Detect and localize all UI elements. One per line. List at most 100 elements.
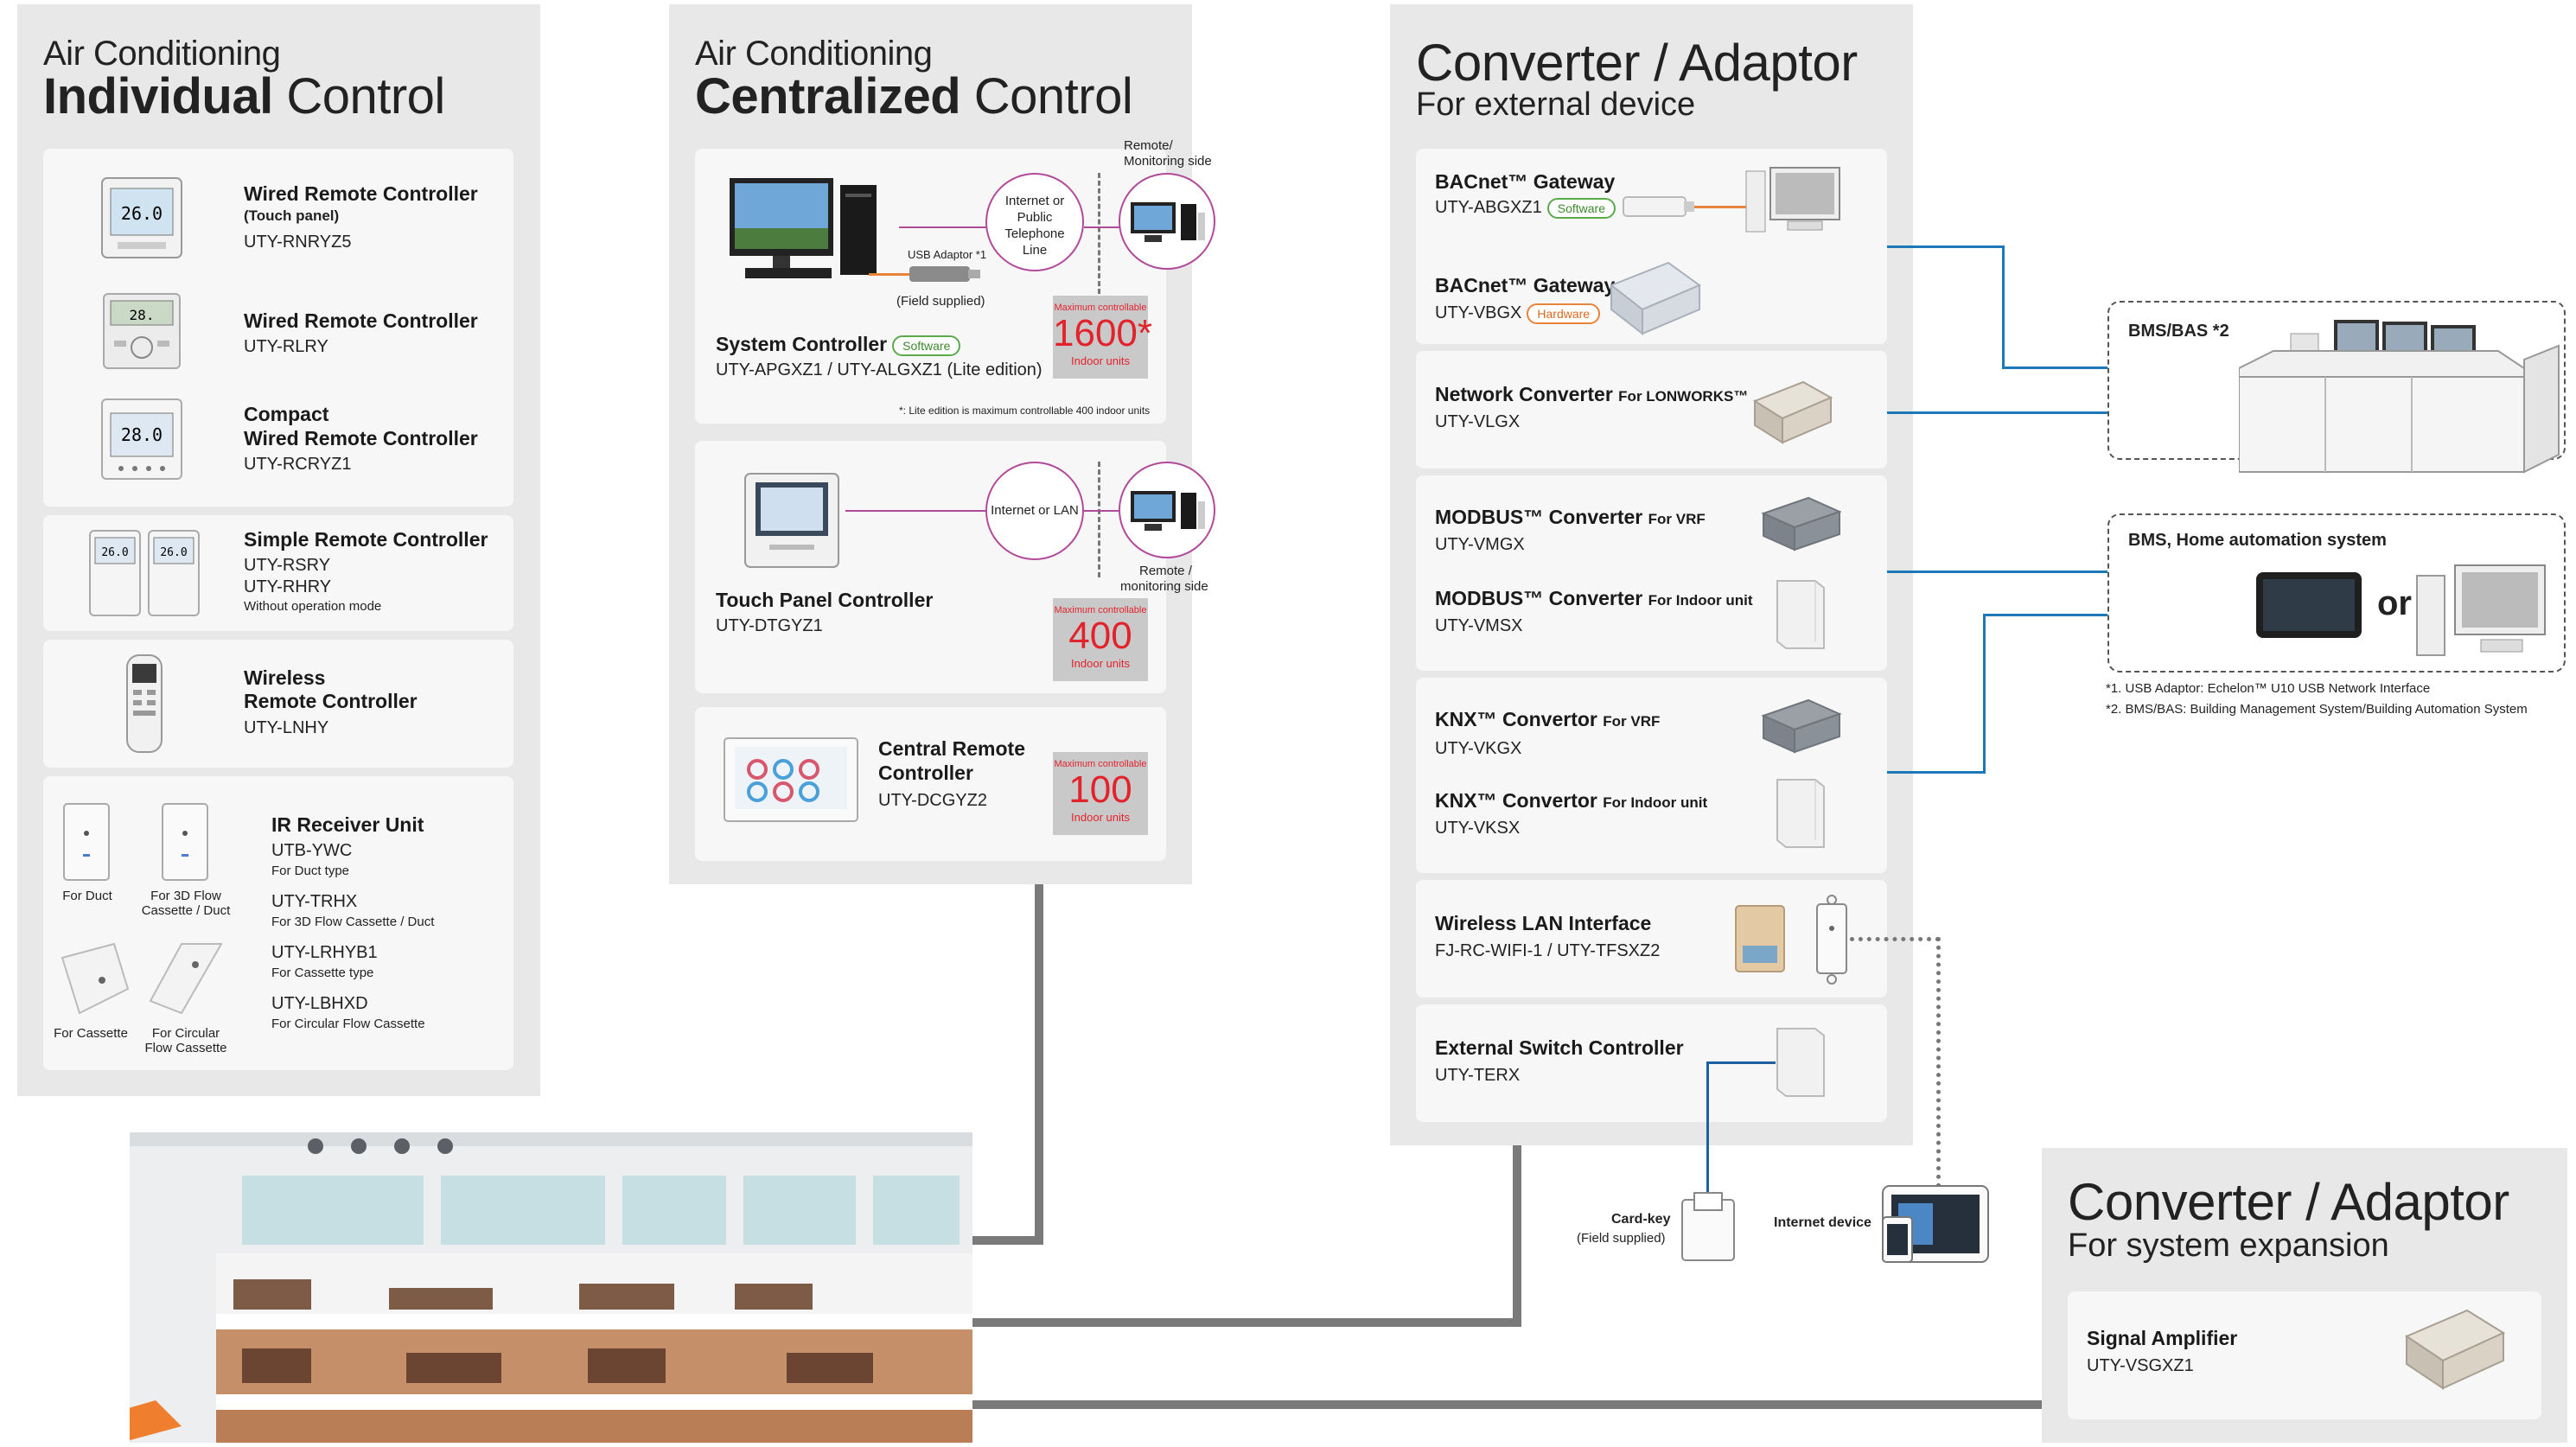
wireless-remote-icon: [124, 653, 164, 758]
central-remote-name2: Controller: [878, 762, 973, 784]
connector-bacnet-v: [2002, 245, 2005, 369]
ir-cassette-icon: [54, 940, 131, 1023]
individual-title: Individual Control: [43, 68, 445, 124]
wireless-lan-model: FJ-RC-WIFI-1 / UTY-TFSXZ2: [1435, 941, 1661, 960]
network-converter-model: UTY-VLGX: [1435, 412, 1521, 431]
wifi-adaptor-icon: [1734, 904, 1786, 978]
modbus-indoor-icon: [1774, 577, 1827, 656]
wireless-lan-card: [1416, 880, 1887, 998]
individual-item-4-model2: UTY-RHRY: [244, 577, 332, 596]
individual-item-3-name1: Compact: [244, 403, 329, 425]
ir-entry-4-note: For Circular Flow Cassette: [271, 1017, 425, 1031]
individual-item-1-sub: (Touch panel): [244, 207, 340, 224]
ir-entry-2-note: For 3D Flow Cassette / Duct: [271, 915, 435, 929]
knx-vrf-icon: [1760, 697, 1843, 762]
touch-panel-name: Touch Panel Controller: [716, 589, 934, 611]
ir-entry-2-model: UTY-TRHX: [271, 892, 358, 911]
ir-entry-4-model: UTY-LBHXD: [271, 994, 368, 1013]
central-remote-name1: Central Remote: [878, 737, 1025, 760]
centralized-title-small: Air Conditioning: [695, 35, 933, 73]
bacnet-software-badge: Software: [1546, 197, 1616, 219]
connector-network-h: [1887, 411, 2107, 414]
ir-receiver-name: IR Receiver Unit: [271, 813, 424, 836]
central-remote-device-icon: [723, 736, 859, 827]
modbus-vrf-icon: [1760, 494, 1843, 559]
bacnet-pc-icon: [1744, 166, 1843, 239]
individual-item-1-name: Wired Remote Controller: [244, 182, 478, 205]
system-controller-model: UTY-APGXZ1 / UTY-ALGXZ1 (Lite edition): [716, 360, 1043, 379]
wifi-dotted-h: [1850, 937, 1940, 941]
knx-vrf-model: UTY-VKGX: [1435, 739, 1522, 758]
card-key-icon: [1680, 1191, 1736, 1266]
remote-link-line-1: [1084, 226, 1120, 228]
dashed-divider-1: [1098, 173, 1100, 294]
ir-caption-duct: For Duct: [62, 889, 112, 903]
ir-receiver-card: [43, 776, 513, 1070]
card-key-label: Card-key: [1611, 1212, 1671, 1227]
internet-lan-circle: [985, 462, 1084, 560]
remote-pc-icon-1: [1129, 201, 1207, 248]
individual-item-4-name: Simple Remote Controller: [244, 528, 488, 551]
building-illustration: [95, 1132, 972, 1443]
connector-knx-h1: [1887, 771, 1986, 774]
software-badge: Software: [892, 335, 961, 356]
cable-expansion: [972, 1400, 2044, 1409]
cardkey-line-h: [1706, 1061, 1776, 1064]
system-max-value: 1600*: [1053, 312, 1153, 354]
svg-text:28.0: 28.0: [121, 424, 163, 445]
field-supplied-label: (Field supplied): [896, 294, 985, 309]
remote-label-1b: Monitoring side: [1124, 154, 1212, 169]
compact-wired-controller-icon: 28.0: [100, 398, 183, 485]
individual-item-1-model: UTY-RNRYZ5: [244, 233, 352, 252]
external-switch-icon: [1774, 1025, 1827, 1104]
ir-caption-3dflow-1: For 3D Flow: [150, 889, 221, 903]
knx-indoor-name: KNX™ Convertor For Indoor unit: [1435, 789, 1708, 812]
individual-item-5-name2: Remote Controller: [244, 690, 418, 712]
remote-link-line-2: [1084, 510, 1120, 512]
usb-link-line: [869, 273, 909, 276]
ir-caption-circular-2: Flow Cassette: [144, 1041, 227, 1055]
connector-bacnet-h2: [2002, 367, 2107, 369]
cardkey-line-v: [1706, 1061, 1709, 1196]
bms-footnote-2: *2. BMS/BAS: Building Management System/…: [2106, 702, 2528, 717]
dashed-divider-2: [1098, 462, 1100, 577]
individual-item-4-model1: UTY-RSRY: [244, 556, 331, 575]
bms-bas-label: BMS/BAS *2: [2128, 322, 2229, 341]
converter-title: Converter / Adaptor: [1416, 34, 1858, 92]
individual-item-3-model: UTY-RCRYZ1: [244, 455, 352, 474]
wifi-wall-unit-icon: [1814, 894, 1850, 990]
system-footnote: *: Lite edition is maximum controllable …: [899, 405, 1151, 417]
svg-text:26.0: 26.0: [101, 546, 128, 559]
knx-vrf-name: KNX™ Convertor For VRF: [1435, 708, 1661, 730]
usb-adaptor-label: USB Adaptor *1: [908, 248, 987, 261]
cloud-line-3: Telephone: [1004, 226, 1065, 241]
bms-workstation-icon: [2238, 308, 2562, 485]
connector-bacnet-h1: [1887, 245, 2005, 248]
modbus-vrf-model: UTY-VMGX: [1435, 535, 1525, 554]
ir-entry-3-note: For Cassette type: [271, 966, 374, 980]
wifi-dotted-v: [1936, 937, 1941, 1188]
simple-remote-controller-icon: 26.0 26.0: [88, 529, 202, 623]
wireless-controller-card: [43, 640, 513, 768]
touch-max-box: Maximum controllable 400 Indoor units: [1053, 598, 1148, 681]
ir-circular-icon: [147, 940, 225, 1023]
internet-device-label: Internet device: [1774, 1215, 1871, 1230]
signal-amplifier-icon: [2403, 1307, 2507, 1398]
bacnet-hardware-icon: [1608, 259, 1703, 341]
signal-amplifier-name: Signal Amplifier: [2087, 1327, 2238, 1349]
internet-device-icon: [1881, 1184, 1990, 1268]
network-converter-icon: [1751, 379, 1834, 452]
ir-caption-3dflow-2: Cassette / Duct: [141, 903, 231, 918]
centralized-title: Centralized Control: [695, 68, 1133, 124]
cloud-line-2: Public: [1017, 210, 1053, 225]
svg-text:28.: 28.: [130, 307, 155, 323]
remote-label-2b: monitoring side: [1120, 579, 1208, 594]
individual-item-5-model: UTY-LNHY: [244, 718, 329, 737]
home-pc-icon: [2415, 564, 2548, 663]
card-key-field-label: (Field supplied): [1577, 1231, 1666, 1246]
touch-panel-device-icon: [743, 472, 840, 573]
individual-item-5-name1: Wireless: [244, 666, 326, 689]
svg-text:26.0: 26.0: [160, 546, 187, 559]
